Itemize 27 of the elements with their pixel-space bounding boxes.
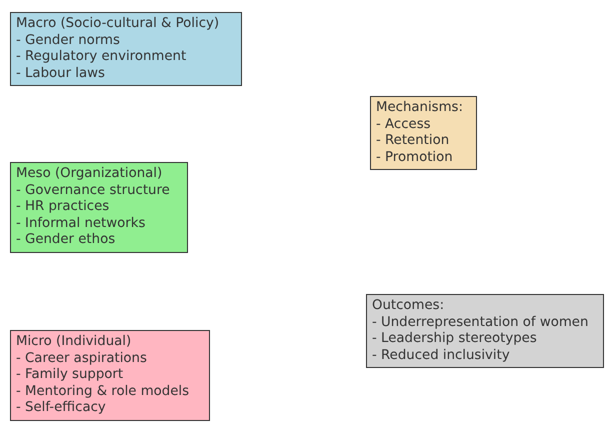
bullet-item: - Reduced inclusivity — [372, 348, 511, 364]
text-box — [10, 162, 188, 252]
bullet-item: - Career aspirations — [16, 350, 148, 367]
text-box — [10, 12, 242, 86]
bullet-item: - HR practices — [16, 199, 110, 216]
bullet-item: - Governance structure — [16, 182, 171, 199]
box-heading: Mechanisms: — [376, 100, 464, 116]
bullet-item: - Informal networks — [16, 216, 146, 232]
bullet-item: - Promotion — [376, 150, 454, 166]
bullet-item: - Labour laws — [16, 66, 106, 82]
bullet-item: - Retention — [376, 133, 450, 150]
text-box — [370, 96, 477, 170]
bullet-item: - Gender norms — [16, 32, 121, 49]
bullet-item: - Mentoring & role models — [16, 384, 190, 400]
text-box — [10, 330, 210, 420]
bullet-item: - Self-efficacy — [16, 400, 107, 416]
bullet-item: - Family support — [16, 367, 124, 384]
bullet-item: - Regulatory environment — [16, 49, 188, 66]
box-heading: Outcomes: — [372, 298, 446, 314]
box-heading: Micro (Individual) — [16, 334, 132, 350]
bullet-item: - Gender ethos — [16, 232, 116, 248]
bullet-item: - Access — [376, 116, 432, 133]
text-box — [366, 294, 604, 368]
box-heading: Macro (Socio-cultural & Policy) — [16, 16, 220, 32]
bullet-item: - Leadership stereotypes — [372, 331, 538, 348]
bullet-item: - Underrepresentation of women — [372, 314, 590, 331]
box-heading: Meso (Organizational) — [16, 166, 164, 182]
